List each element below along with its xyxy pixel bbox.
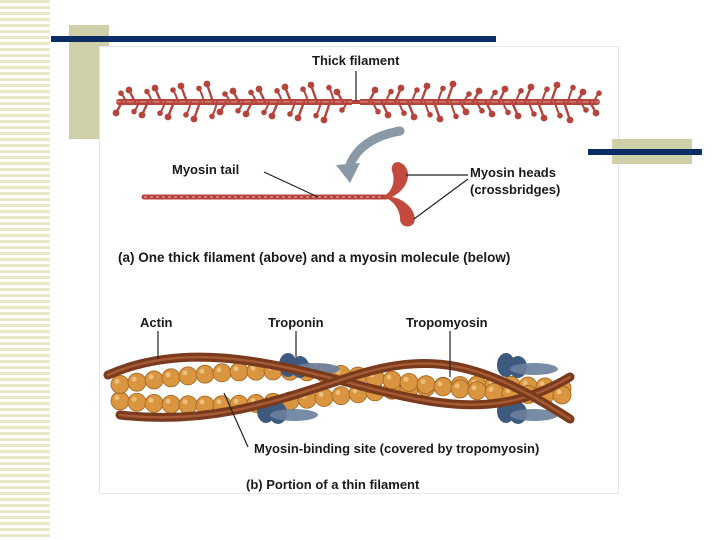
thick-filament-drawing <box>112 80 602 124</box>
myosin-heads-label-line1: Myosin heads <box>470 165 556 180</box>
muscle-filament-figure: Thick filament Myosin tail Myosin heads … <box>100 47 618 493</box>
myosin-tail-leader <box>263 171 319 198</box>
myosin-heads-leader-bottom <box>413 178 469 220</box>
myosin-binding-site-label: Myosin-binding site (covered by tropomyo… <box>254 441 540 456</box>
tropomyosin-label: Tropomyosin <box>406 315 488 330</box>
decorative-line-top <box>51 36 496 42</box>
striped-side-bar <box>0 0 50 540</box>
troponin-label: Troponin <box>268 315 324 330</box>
myosin-molecule-drawing <box>141 162 415 227</box>
myosin-tail-label: Myosin tail <box>172 162 240 177</box>
binding-site-leader <box>223 392 249 448</box>
myosin-heads-label-line2: (crossbridges) <box>470 182 561 197</box>
decorative-line-right <box>588 149 702 155</box>
filament-illustration <box>103 71 602 448</box>
myosin-heads-label: Myosin heads (crossbridges) <box>470 164 560 198</box>
caption-part-a: (a) One thick filament (above) and a myo… <box>118 250 511 265</box>
thick-filament-label: Thick filament <box>312 53 400 68</box>
caption-part-b: (b) Portion of a thin filament <box>246 477 420 492</box>
actin-label: Actin <box>140 315 173 330</box>
thin-filament-drawing <box>103 352 575 424</box>
curved-arrow-head-icon <box>336 163 360 183</box>
